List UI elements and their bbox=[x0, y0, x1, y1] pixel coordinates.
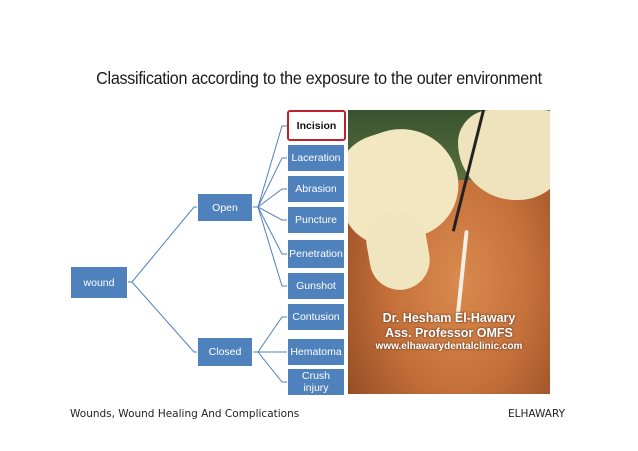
node-gunshot: Gunshot bbox=[287, 272, 345, 300]
node-abrasion: Abrasion bbox=[287, 175, 345, 203]
connector-open-abrasion bbox=[252, 188, 287, 208]
connector-open-gunshot bbox=[252, 206, 287, 287]
connector-root-open bbox=[126, 206, 199, 283]
surgical-photo: Dr. Hesham El-Hawary Ass. Professor OMFS… bbox=[348, 110, 550, 394]
connector-open-puncture bbox=[252, 206, 287, 221]
connector-root-closed bbox=[126, 281, 199, 353]
connector-closed-crush bbox=[252, 351, 287, 383]
node-crush-injury-label: Crush injury bbox=[301, 370, 330, 394]
node-wound: wound bbox=[70, 266, 128, 299]
node-closed: Closed bbox=[197, 337, 253, 367]
node-laceration: Laceration bbox=[287, 144, 345, 172]
connector-open-laceration bbox=[252, 157, 287, 208]
footer-left: Wounds, Wound Healing And Complications bbox=[70, 408, 300, 420]
connector-open-incision bbox=[252, 125, 287, 208]
slide-title: Classification according to the exposure… bbox=[96, 68, 542, 88]
node-contusion: Contusion bbox=[287, 303, 345, 331]
node-open: Open bbox=[197, 193, 253, 222]
connector-open-penetration bbox=[252, 206, 287, 255]
node-crush-injury: Crush injury bbox=[287, 368, 345, 396]
node-incision: Incision bbox=[287, 110, 346, 141]
connector-closed-contusion bbox=[252, 316, 287, 353]
node-puncture: Puncture bbox=[287, 206, 345, 234]
node-penetration: Penetration bbox=[287, 239, 345, 269]
watermark-name: Dr. Hesham El-Hawary bbox=[382, 311, 516, 325]
footer-right: ELHAWARY bbox=[508, 408, 566, 420]
watermark-role: Ass. Professor OMFS bbox=[385, 326, 513, 340]
photo-incision-line bbox=[455, 230, 469, 320]
node-hematoma: Hematoma bbox=[287, 338, 345, 366]
watermark-url: www.elhawarydentalclinic.com bbox=[375, 341, 523, 352]
